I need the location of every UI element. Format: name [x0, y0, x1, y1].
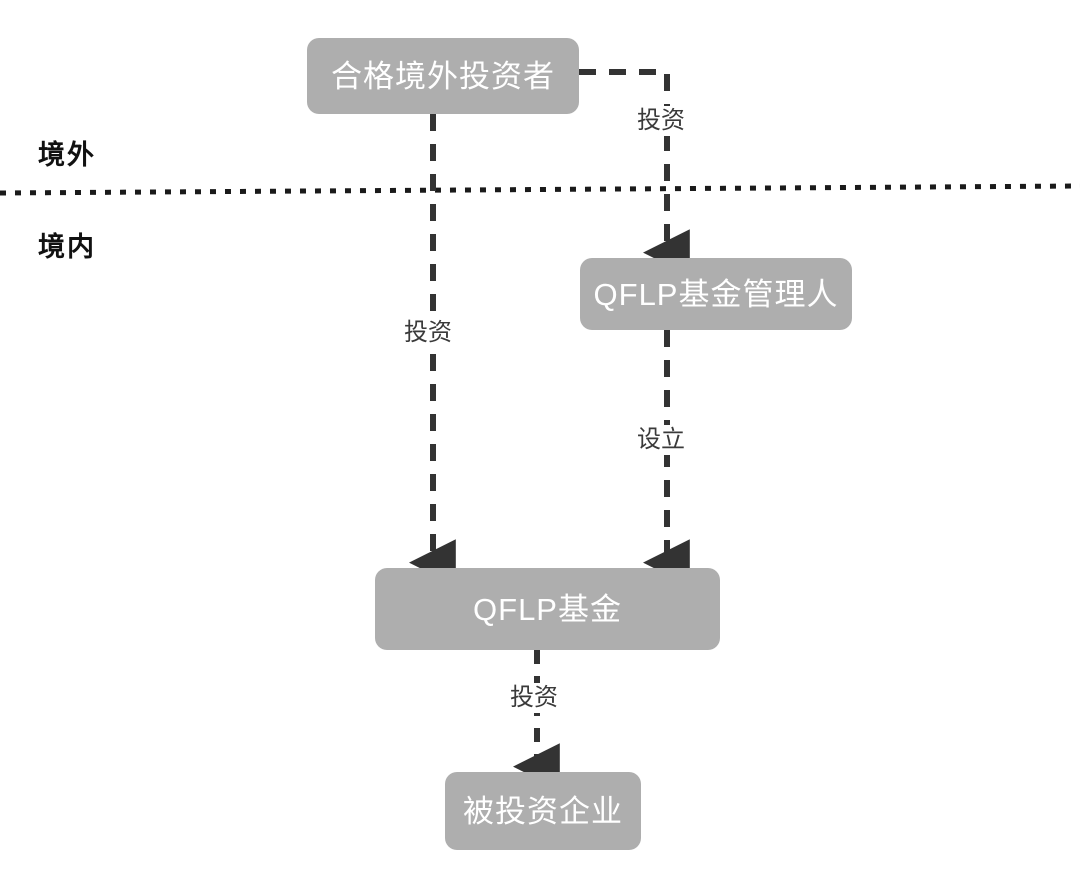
node-qualified-foreign-investor[interactable]: 合格境外投资者: [307, 38, 579, 114]
edge-label-qfi-to-fund: 投资: [399, 318, 457, 349]
node-invested-enterprise[interactable]: 被投资企业: [445, 772, 641, 850]
edge-qfi-to-manager: [579, 69, 690, 277]
node-label-qflp-fund-manager: QFLP基金管理人: [593, 276, 839, 312]
region-label-offshore: 境外: [38, 140, 96, 170]
edge-label-manager-to-fund: 设立: [632, 425, 690, 456]
region-label-onshore: 境内: [38, 232, 96, 262]
node-qflp-fund-manager[interactable]: QFLP基金管理人: [580, 258, 852, 330]
node-qflp-fund[interactable]: QFLP基金: [375, 568, 720, 650]
node-label-qflp-fund: QFLP基金: [473, 591, 622, 627]
node-label-invested-enterprise: 被投资企业: [463, 793, 623, 829]
edge-label-qfi-to-manager: 投资: [632, 106, 690, 137]
offshore-onshore-divider-line: [0, 183, 1080, 196]
node-label-qualified-foreign-investor: 合格境外投资者: [331, 58, 555, 94]
edge-label-fund-to-investee: 投资: [505, 683, 563, 714]
